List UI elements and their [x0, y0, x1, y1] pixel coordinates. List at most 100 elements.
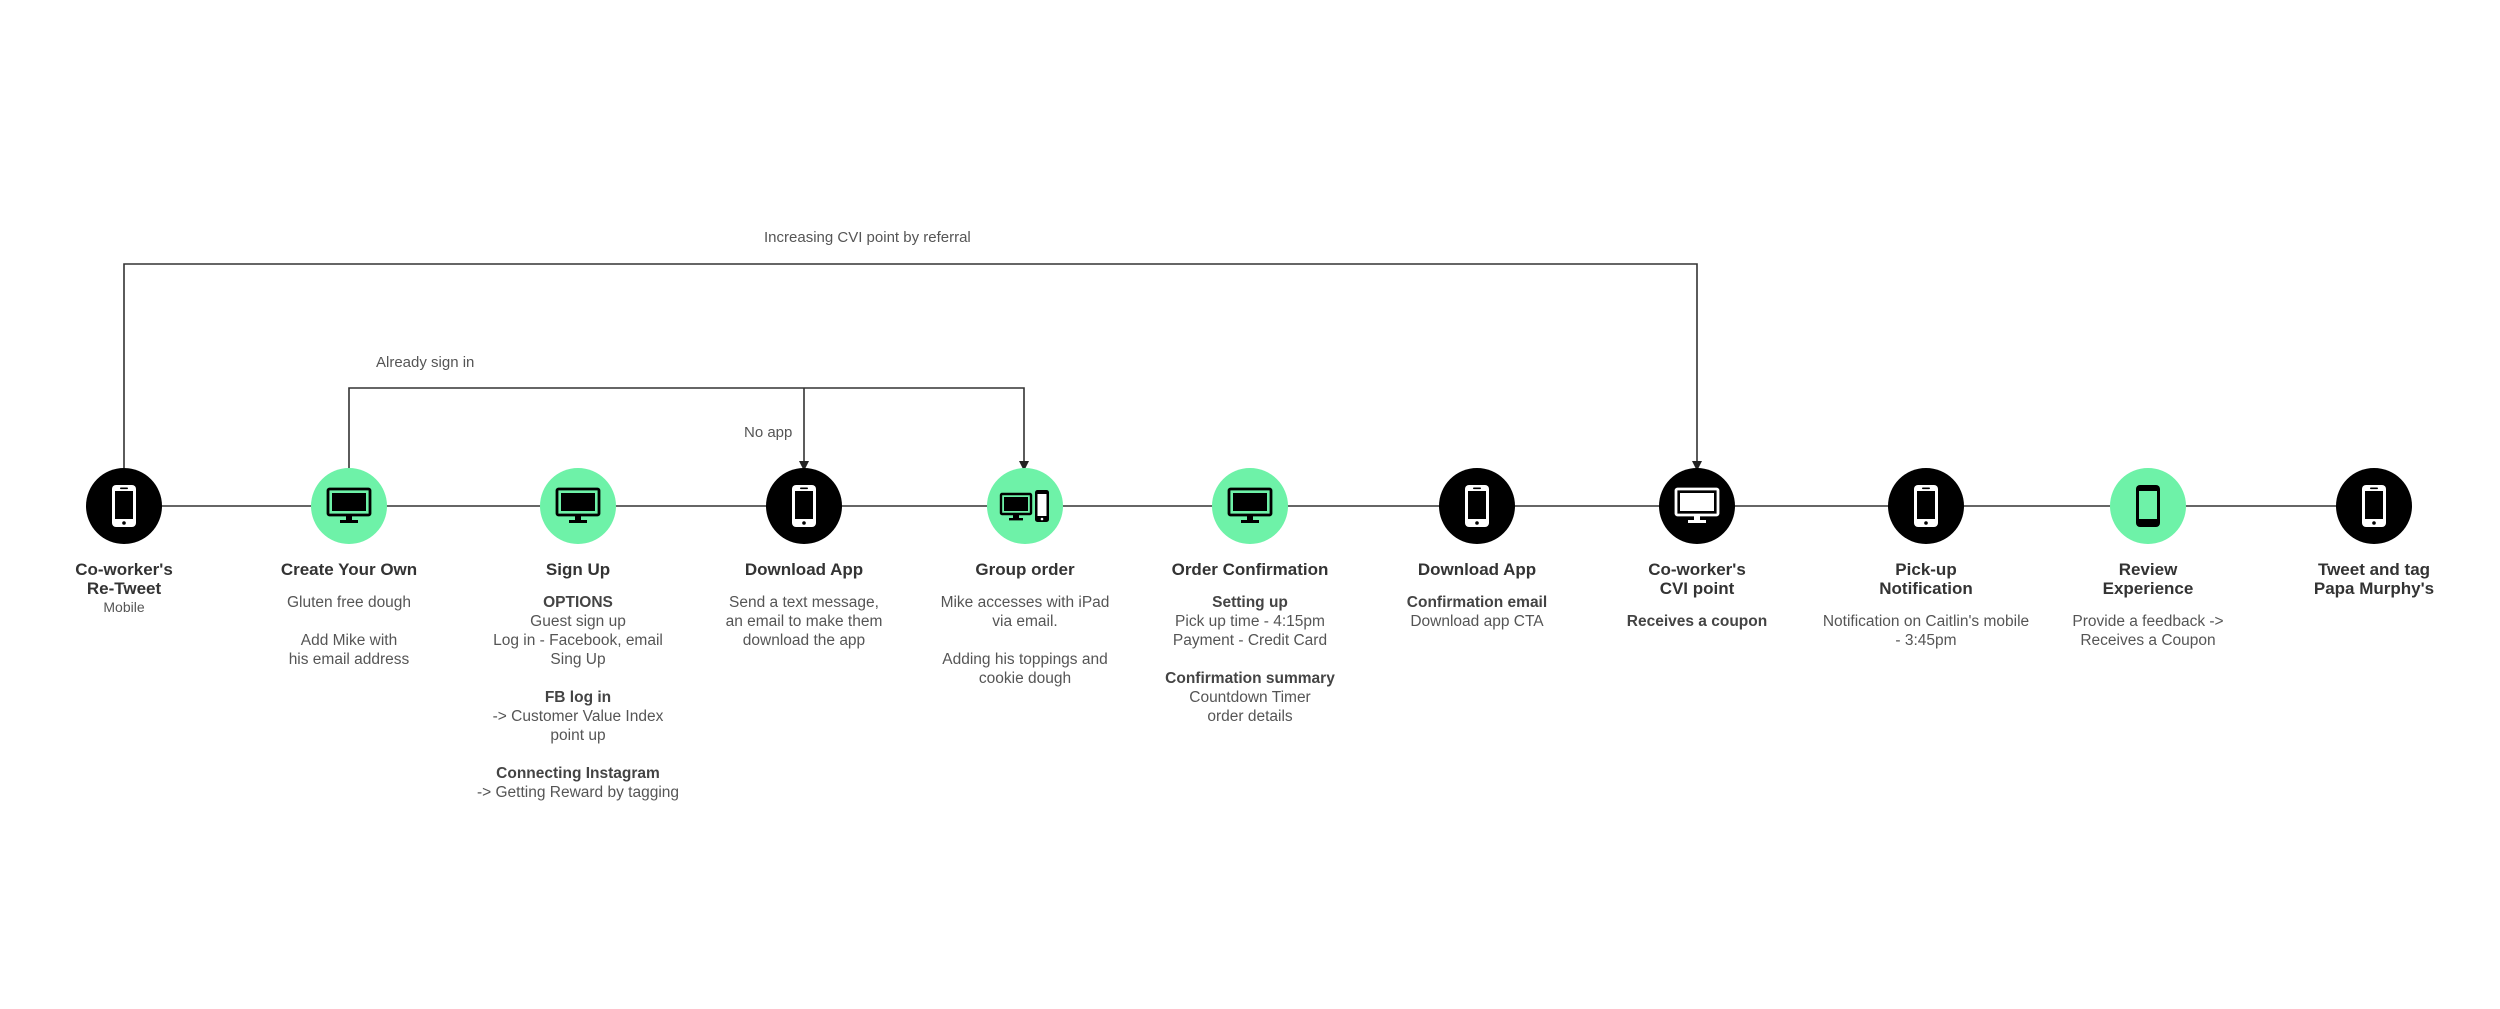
description-line: - 3:45pm: [1895, 632, 1957, 649]
description-line: point up: [550, 727, 606, 744]
phone-icon: [86, 468, 162, 544]
step-title: Download App: [684, 560, 924, 579]
step-title-line: Review: [2118, 560, 2178, 579]
phone-icon: [766, 468, 842, 544]
step-title-line: Re-Tweet: [86, 579, 162, 598]
description-line: -> Getting Reward by tagging: [476, 784, 680, 801]
step-title-line: Experience: [2102, 579, 2194, 598]
description-line: an email to make them: [725, 613, 883, 630]
description-line: Mike accesses with iPad: [940, 594, 1110, 611]
description-line: Send a text message,: [729, 594, 879, 611]
description-line: Sing Up: [550, 651, 606, 668]
description-paragraph: Gluten free dough: [229, 593, 469, 612]
description-line: Payment - Credit Card: [1172, 632, 1328, 649]
description-line: order details: [1207, 708, 1293, 725]
step-title: Order Confirmation: [1130, 560, 1370, 579]
step-title-line: Order Confirmation: [1171, 560, 1329, 579]
description-paragraph: OPTIONS Guest sign up Log in - Facebook, e…: [458, 593, 698, 669]
desktop-icon: [311, 468, 387, 544]
description-line: Guest sign up: [530, 613, 626, 630]
description-line: Notification on Caitlin's mobile: [1822, 613, 2030, 630]
step-title-line: Download App: [1417, 560, 1537, 579]
connector-label-no-app: No app: [744, 424, 793, 441]
connector-already-sign-in: [348, 387, 1029, 471]
step-description: Receives a coupon: [1577, 612, 1817, 631]
connector-label-already-sign-in: Already sign in: [376, 354, 475, 371]
step-title-line: Tweet and tag: [2317, 560, 2431, 579]
description-line: cookie dough: [978, 670, 1072, 687]
step-title-line: Create Your Own: [280, 560, 418, 579]
connector-label-referral: Increasing CVI point by referral: [764, 229, 971, 246]
phone-icon: [1888, 468, 1964, 544]
step-title-line: Sign Up: [545, 560, 611, 579]
step-title-line: Notification: [1879, 579, 1973, 598]
description-paragraph: Provide a feedback -> Receives a Coupon: [2028, 612, 2268, 650]
desktop-icon: [1659, 468, 1735, 544]
description-paragraph: Receives a coupon: [1577, 612, 1817, 631]
description-paragraph: Adding his toppings and cookie dough: [905, 650, 1145, 688]
description-line: Adding his toppings and: [942, 651, 1108, 668]
step-title-line: Download App: [744, 560, 864, 579]
description-line: download the app: [742, 632, 866, 649]
description-line: Add Mike with: [300, 632, 398, 649]
step-title: Download App: [1357, 560, 1597, 579]
description-heading: Connecting Instagram: [496, 765, 660, 782]
description-line: Download app CTA: [1410, 613, 1544, 630]
connector-referral: [123, 263, 1702, 471]
step-title: Group order: [905, 560, 1145, 579]
step-description: Send a text message, an email to make the…: [684, 593, 924, 650]
devices-icon: [987, 468, 1063, 544]
step-subtitle: Mobile: [103, 599, 145, 615]
phone-icon: [2110, 468, 2186, 544]
description-line: his email address: [288, 651, 410, 668]
description-paragraph: Add Mike with his email address: [229, 631, 469, 669]
description-line: Provide a feedback ->: [2072, 613, 2224, 630]
description-line: Countdown Timer: [1189, 689, 1311, 706]
description-line: Log in - Facebook, email: [493, 632, 663, 649]
description-paragraph: Send a text message, an email to make the…: [684, 593, 924, 650]
step-description: OPTIONS Guest sign up Log in - Facebook, e…: [458, 593, 698, 802]
desktop-icon: [540, 468, 616, 544]
description-line: Gluten free dough: [286, 594, 412, 611]
description-line: Receives a Coupon: [2080, 632, 2216, 649]
step-title: Create Your Own: [229, 560, 469, 579]
desktop-icon: [1212, 468, 1288, 544]
description-heading: Setting up: [1212, 594, 1288, 611]
step-title-line: Group order: [975, 560, 1075, 579]
description-line: Pick up time - 4:15pm: [1175, 613, 1325, 630]
description-paragraph: Notification on Caitlin's mobile - 3:45pm: [1806, 612, 2046, 650]
step-description: Notification on Caitlin's mobile - 3:45pm: [1806, 612, 2046, 650]
step-title-line: CVI point: [1659, 579, 1735, 598]
description-paragraph: Connecting Instagram -> Getting Reward by…: [458, 764, 698, 802]
step-title-line: Co-worker's: [1648, 560, 1746, 579]
step-title: Sign Up: [458, 560, 698, 579]
phone-icon: [2336, 468, 2412, 544]
description-heading: Confirmation summary: [1165, 670, 1335, 687]
step-title-line: Papa Murphy's: [2313, 579, 2435, 598]
description-line: -> Customer Value Index: [492, 708, 664, 725]
description-heading: OPTIONS: [543, 594, 613, 611]
